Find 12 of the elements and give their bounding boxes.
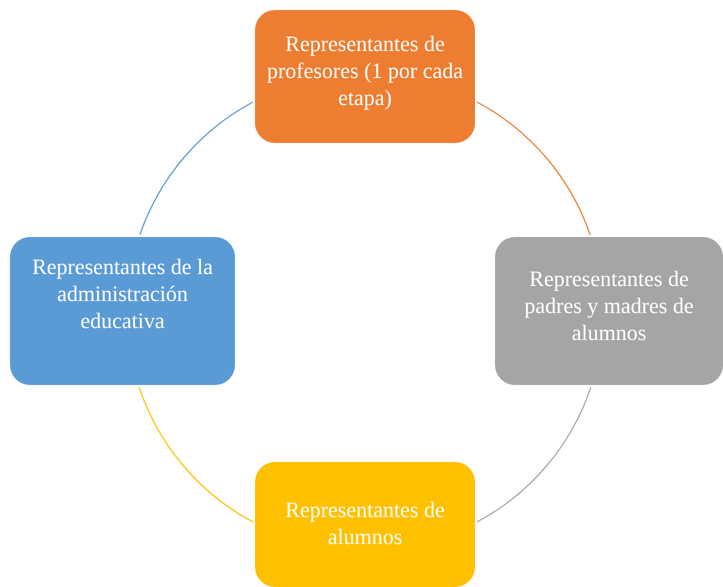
rounded-box (10, 237, 235, 385)
box-label: Representantes de profesores (1 por cada etapa) (266, 30, 464, 111)
connector-arc (138, 387, 254, 522)
connector-arc (139, 102, 254, 236)
connector-arc (476, 102, 591, 236)
box-label: Representantes de alumnos (284, 496, 446, 550)
box-label: Representantes de padres y madres de alumnos (523, 265, 695, 346)
rounded-box (495, 237, 723, 385)
rounded-box (255, 462, 475, 587)
box-label: Representantes de la administración educativa (31, 253, 214, 334)
connector-arc (476, 387, 592, 522)
rounded-box (255, 10, 475, 143)
